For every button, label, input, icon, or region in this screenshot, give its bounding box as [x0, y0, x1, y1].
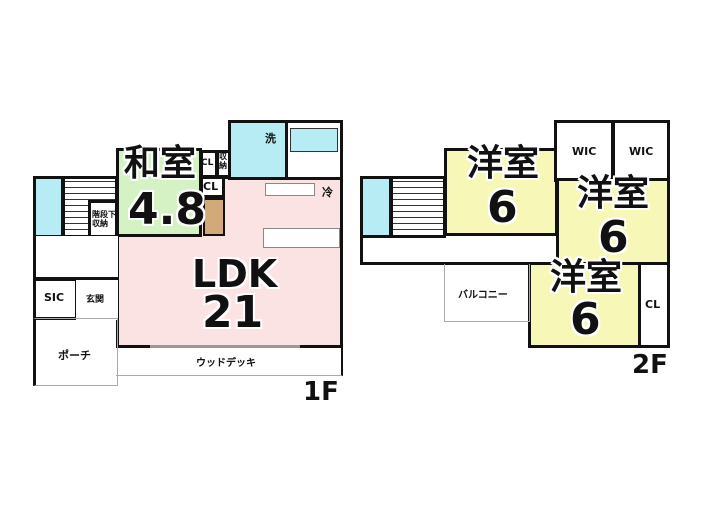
western-room-2-label: 洋室 [577, 173, 650, 214]
washroom [228, 120, 288, 180]
ldk-size: 21 [202, 287, 264, 338]
bathtub [290, 128, 338, 152]
floor-label-2f: 2F [632, 350, 668, 380]
toilet-2f [360, 176, 392, 238]
deck-label: ウッドデッキ [196, 358, 256, 369]
ldk-label: LDK [192, 252, 278, 296]
western-room-1-label: 洋室 [467, 143, 540, 184]
washitsu-label: 和室 [124, 143, 197, 184]
toilet-1f [33, 176, 64, 238]
wood-deck [116, 346, 343, 376]
western-room-2-size: 6 [598, 212, 629, 263]
window [150, 345, 300, 348]
hall-1f [33, 236, 118, 280]
closet-label: CL [201, 158, 214, 168]
kitchen-counter [263, 228, 340, 248]
kitchen-counter-top [265, 183, 315, 196]
wic-label-2: WIC [629, 145, 654, 158]
western-room-3-label: 洋室 [550, 257, 623, 298]
closet-label-2: CL [203, 180, 219, 193]
wic-1 [554, 120, 614, 182]
balcony [444, 264, 530, 322]
sic-label: SIC [44, 291, 65, 304]
storage-block [203, 198, 225, 236]
stairs-2f [390, 176, 446, 238]
balcony-label: バルコニー [458, 290, 508, 301]
closet-label-2f: CL [645, 298, 661, 311]
closet-box-2 [200, 176, 225, 198]
storage-label: 収納 [219, 152, 227, 170]
entrance-label: 玄関 [86, 295, 105, 305]
entrance [76, 278, 118, 320]
under-stairs-label: 階段下収納 [92, 210, 116, 228]
wic-label-1: WIC [572, 145, 597, 158]
western-room-1 [444, 148, 558, 236]
porch-label: ポーチ [58, 349, 91, 362]
floor-label-1f: 1F [303, 377, 339, 407]
fridge-label: 冷 [322, 186, 333, 199]
western-room-1-size: 6 [487, 182, 518, 233]
porch [33, 318, 118, 386]
western-room-3-size: 6 [570, 294, 601, 345]
wic-2 [612, 120, 670, 182]
wash-label: 洗 [265, 132, 276, 145]
washitsu-size: 4.8 [128, 184, 206, 235]
closet-2f [638, 262, 670, 348]
